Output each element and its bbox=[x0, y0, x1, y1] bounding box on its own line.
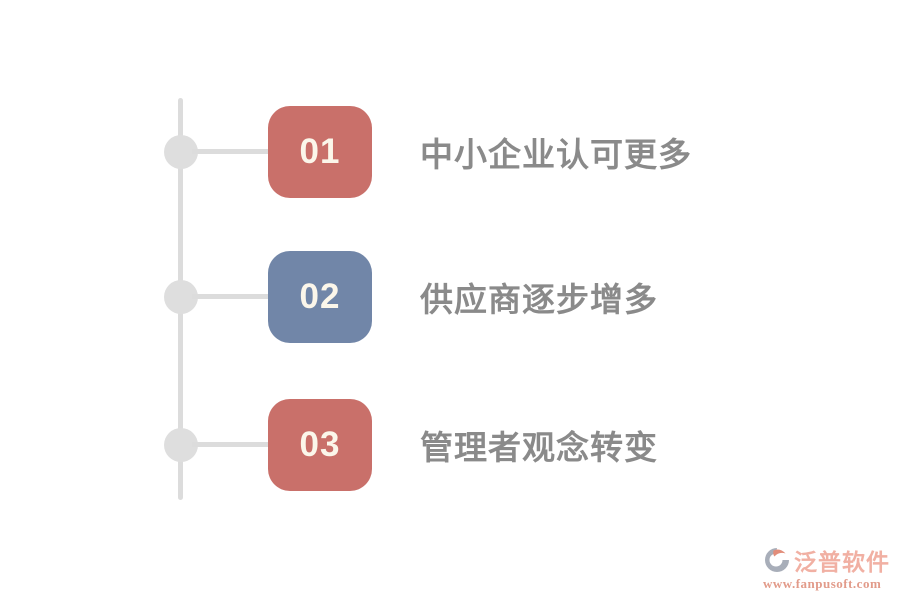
connector-line bbox=[192, 442, 270, 447]
timeline-row: 01 中小企业认可更多 bbox=[0, 106, 900, 198]
watermark-url-text: www.fanpusoft.com bbox=[763, 576, 882, 591]
step-number: 03 bbox=[299, 425, 341, 464]
timeline-row: 03 管理者观念转变 bbox=[0, 399, 900, 491]
step-badge: 03 bbox=[268, 399, 372, 491]
fanpu-logo-icon bbox=[765, 548, 789, 572]
step-badge: 02 bbox=[268, 251, 372, 343]
watermark-brand-text: 泛普软件 bbox=[794, 549, 890, 575]
connector-line bbox=[192, 294, 270, 299]
watermark: 泛普软件 www.fanpusoft.com bbox=[763, 543, 890, 592]
watermark-top-row: 泛普软件 bbox=[763, 543, 890, 577]
connector-line bbox=[192, 149, 270, 154]
step-number: 01 bbox=[299, 132, 341, 171]
step-label: 中小企业认可更多 bbox=[420, 136, 692, 173]
step-label: 供应商逐步增多 bbox=[420, 281, 658, 318]
step-label: 管理者观念转变 bbox=[420, 429, 658, 466]
timeline-row: 02 供应商逐步增多 bbox=[0, 251, 900, 343]
step-number: 02 bbox=[299, 277, 341, 316]
step-badge: 01 bbox=[268, 106, 372, 198]
